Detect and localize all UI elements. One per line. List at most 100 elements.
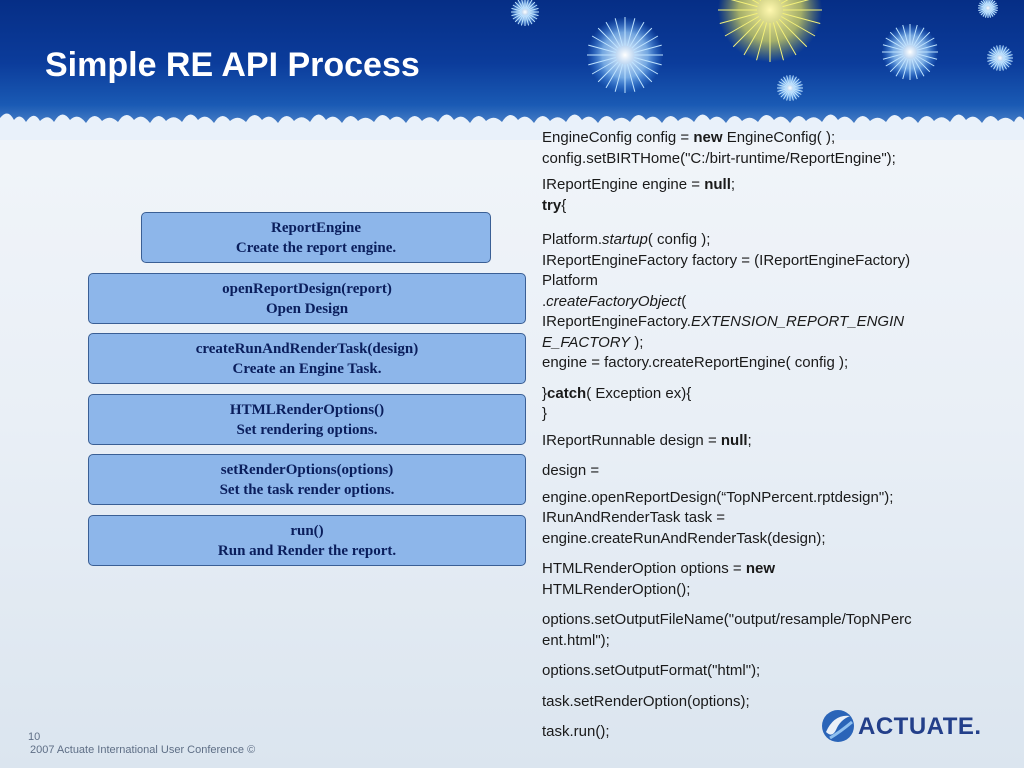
firework-ray <box>782 0 810 8</box>
firework-ray <box>996 61 1000 71</box>
firework-ray <box>985 0 988 6</box>
firework-ray <box>591 35 618 51</box>
firework-ray <box>987 58 997 62</box>
firework-ray <box>517 14 524 25</box>
firework-ray <box>990 4 998 8</box>
firework-ray <box>782 12 821 24</box>
code-line: task.run(); <box>542 723 610 740</box>
firework-ray <box>783 76 789 86</box>
firework-ray <box>786 91 790 101</box>
code-line: IReportEngineFactory factory = (IReportE… <box>542 251 911 269</box>
code-line: engine.openReportDesign(“TopNPercent.rpt… <box>542 488 894 506</box>
firework-ray <box>988 0 994 7</box>
firework-ray <box>776 21 797 56</box>
flow-step-open-report-design: openReportDesign(report) Open Design <box>88 273 526 324</box>
firework-ray <box>588 56 616 66</box>
code-line: Platform <box>542 272 598 289</box>
firework-ray <box>889 31 906 48</box>
firework-ray <box>989 2 997 8</box>
firework-ray <box>882 44 904 51</box>
code-sample: EngineConfig config = new EngineConfig( … <box>542 128 972 743</box>
firework-ray <box>631 61 653 83</box>
firework-ray <box>527 14 536 23</box>
firework-ray <box>1000 61 1004 71</box>
firework-ray <box>772 22 784 61</box>
flow-step-description: Open Design <box>265 301 349 317</box>
firework-ray <box>989 0 996 7</box>
flow-step-label: ReportEngine <box>271 220 361 236</box>
firework-ray <box>634 56 662 66</box>
code-line: E_FACTORY ); <box>542 333 644 351</box>
firework-ray <box>511 12 522 17</box>
firework-ray <box>786 75 790 85</box>
firework-ray <box>902 58 909 80</box>
firework-ray <box>914 31 931 48</box>
firework-ray <box>1003 58 1013 62</box>
firework-ray <box>989 8 997 14</box>
firework-ray <box>792 81 802 87</box>
firework-ray <box>751 0 759 4</box>
firework-ray <box>626 64 636 92</box>
flow-step-set-render-options: setRenderOptions(options) Set the task r… <box>88 454 526 505</box>
logo-swirl-icon <box>822 710 854 742</box>
firework-ray <box>629 62 645 89</box>
firework-ray <box>1001 48 1010 57</box>
firework-ray <box>791 78 800 87</box>
code-line: IRunAndRenderTask task = <box>542 509 726 526</box>
firework-ray <box>989 9 996 16</box>
code-line: } <box>542 405 548 422</box>
firework-ray <box>626 18 636 46</box>
flow-step-label: setRenderOptions(options) <box>220 462 394 478</box>
footer-text: 2007 Actuate International User Conferen… <box>30 744 256 756</box>
flow-step-report-engine: ReportEngine Create the report engine. <box>141 212 491 263</box>
firework-ray <box>990 59 999 68</box>
firework-ray <box>1001 46 1007 56</box>
firework-ray <box>605 62 621 89</box>
firework-ray <box>777 84 787 88</box>
firework-ray <box>980 0 987 7</box>
code-line: EngineConfig config = new EngineConfig( … <box>542 129 836 146</box>
firework-ray <box>978 4 986 8</box>
flow-step-label: createRunAndRenderTask(design) <box>195 341 419 357</box>
firework-ray <box>588 44 616 54</box>
code-line: options.setOutputFileName("output/resamp… <box>542 611 912 628</box>
firework-ray <box>521 0 525 9</box>
firework-ray <box>730 0 758 8</box>
firework-ray <box>780 78 789 87</box>
firework-ray <box>793 84 803 88</box>
firework-ray <box>591 59 618 75</box>
firework-ray <box>527 4 538 11</box>
firework-ray <box>889 56 906 73</box>
firework-ray <box>527 13 538 20</box>
firework-ray <box>597 27 619 49</box>
firework-ray <box>525 15 530 26</box>
firework-ray <box>916 53 938 60</box>
firework-ray <box>911 58 918 80</box>
flow-step-run: run() Run and Render the report. <box>88 515 526 566</box>
code-line: design = <box>542 462 600 479</box>
firework-ray <box>732 18 762 48</box>
firework-ray <box>982 0 988 7</box>
firework-ray <box>791 89 800 98</box>
flow-step-label: run() <box>290 523 324 539</box>
code-line: .createFactoryObject( <box>542 292 687 310</box>
firework-ray <box>1003 54 1013 58</box>
firework-ray <box>526 14 533 25</box>
firework-ray <box>915 55 935 67</box>
slide-title: Simple RE API Process <box>45 46 420 84</box>
header-banner: Simple RE API Process <box>0 0 1024 140</box>
firework-ray <box>778 81 788 87</box>
firework-ray <box>1002 51 1012 57</box>
firework-ray <box>780 89 789 98</box>
flow-step-html-render-options: HTMLRenderOptions() Set rendering option… <box>88 394 526 445</box>
firework-ray <box>916 44 938 51</box>
firework-ray <box>987 54 997 58</box>
flow-step-description: Set rendering options. <box>236 422 378 438</box>
firework-ray <box>979 8 987 14</box>
flow-step-description: Create an Engine Task. <box>232 361 382 377</box>
firework-ray <box>614 18 624 46</box>
code-line: engine.createRunAndRenderTask(design); <box>542 529 826 547</box>
firework-ray <box>980 9 987 16</box>
firework-ray <box>514 14 523 23</box>
firework-ray <box>990 8 998 12</box>
